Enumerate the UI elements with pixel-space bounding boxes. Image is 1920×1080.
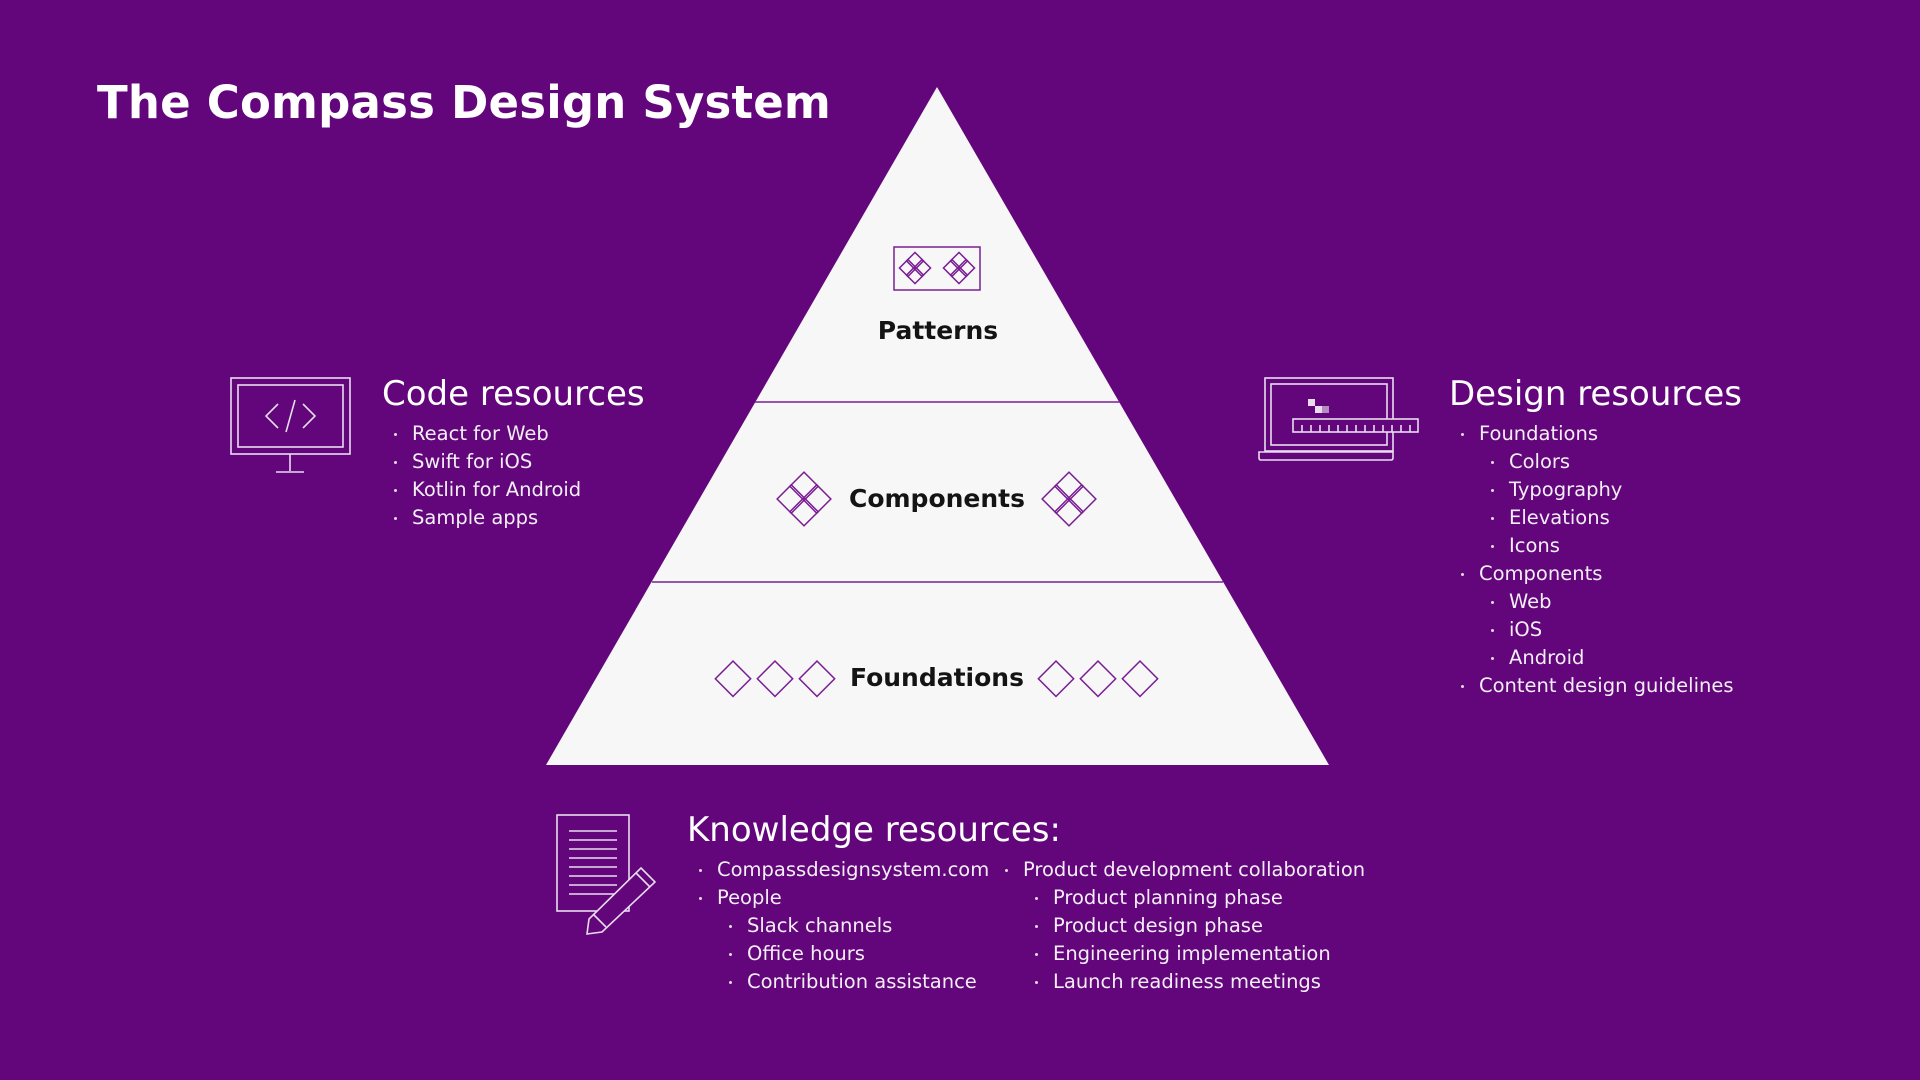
document-pencil-icon bbox=[556, 814, 657, 935]
list-item: iOS bbox=[1449, 616, 1742, 644]
list-item: Icons bbox=[1449, 532, 1742, 560]
pyramid-shape bbox=[546, 87, 1329, 765]
foundations-icon bbox=[714, 659, 1159, 698]
tier-label-foundations: Foundations bbox=[850, 663, 1024, 692]
list-item: Engineering implementation bbox=[993, 940, 1365, 968]
list-item: Foundations bbox=[1449, 420, 1742, 448]
list-item: Web bbox=[1449, 588, 1742, 616]
list-item: Colors bbox=[1449, 448, 1742, 476]
list-item: Launch readiness meetings bbox=[993, 968, 1365, 996]
list-item: Swift for iOS bbox=[382, 448, 645, 476]
knowledge-resources-section: Knowledge resources: Compassdesignsystem… bbox=[687, 810, 1365, 996]
list-item: React for Web bbox=[382, 420, 645, 448]
list-item: Office hours bbox=[687, 940, 993, 968]
design-resources-heading: Design resources bbox=[1449, 374, 1742, 414]
components-icon bbox=[776, 471, 1097, 527]
list-item: Components bbox=[1449, 560, 1742, 588]
code-resources-heading: Code resources bbox=[382, 374, 645, 414]
list-item: Compassdesignsystem.com bbox=[687, 856, 993, 884]
list-item: Content design guidelines bbox=[1449, 672, 1742, 700]
list-item: Product development collaboration bbox=[993, 856, 1365, 884]
list-item: Product planning phase bbox=[993, 884, 1365, 912]
patterns-icon bbox=[893, 246, 981, 291]
tier-label-components: Components bbox=[848, 484, 1026, 513]
list-item: Elevations bbox=[1449, 504, 1742, 532]
list-item: Kotlin for Android bbox=[382, 476, 645, 504]
page-title: The Compass Design System bbox=[97, 76, 832, 129]
list-item: Android bbox=[1449, 644, 1742, 672]
knowledge-resources-heading: Knowledge resources: bbox=[687, 810, 1061, 850]
monitor-code-icon bbox=[230, 377, 351, 473]
tier-label-patterns: Patterns bbox=[877, 316, 999, 345]
list-item: Slack channels bbox=[687, 912, 993, 940]
list-item: Sample apps bbox=[382, 504, 645, 532]
laptop-ruler-icon bbox=[1258, 377, 1419, 461]
list-item: Contribution assistance bbox=[687, 968, 993, 996]
list-item: People bbox=[687, 884, 993, 912]
list-item: Typography bbox=[1449, 476, 1742, 504]
list-item: Product design phase bbox=[993, 912, 1365, 940]
